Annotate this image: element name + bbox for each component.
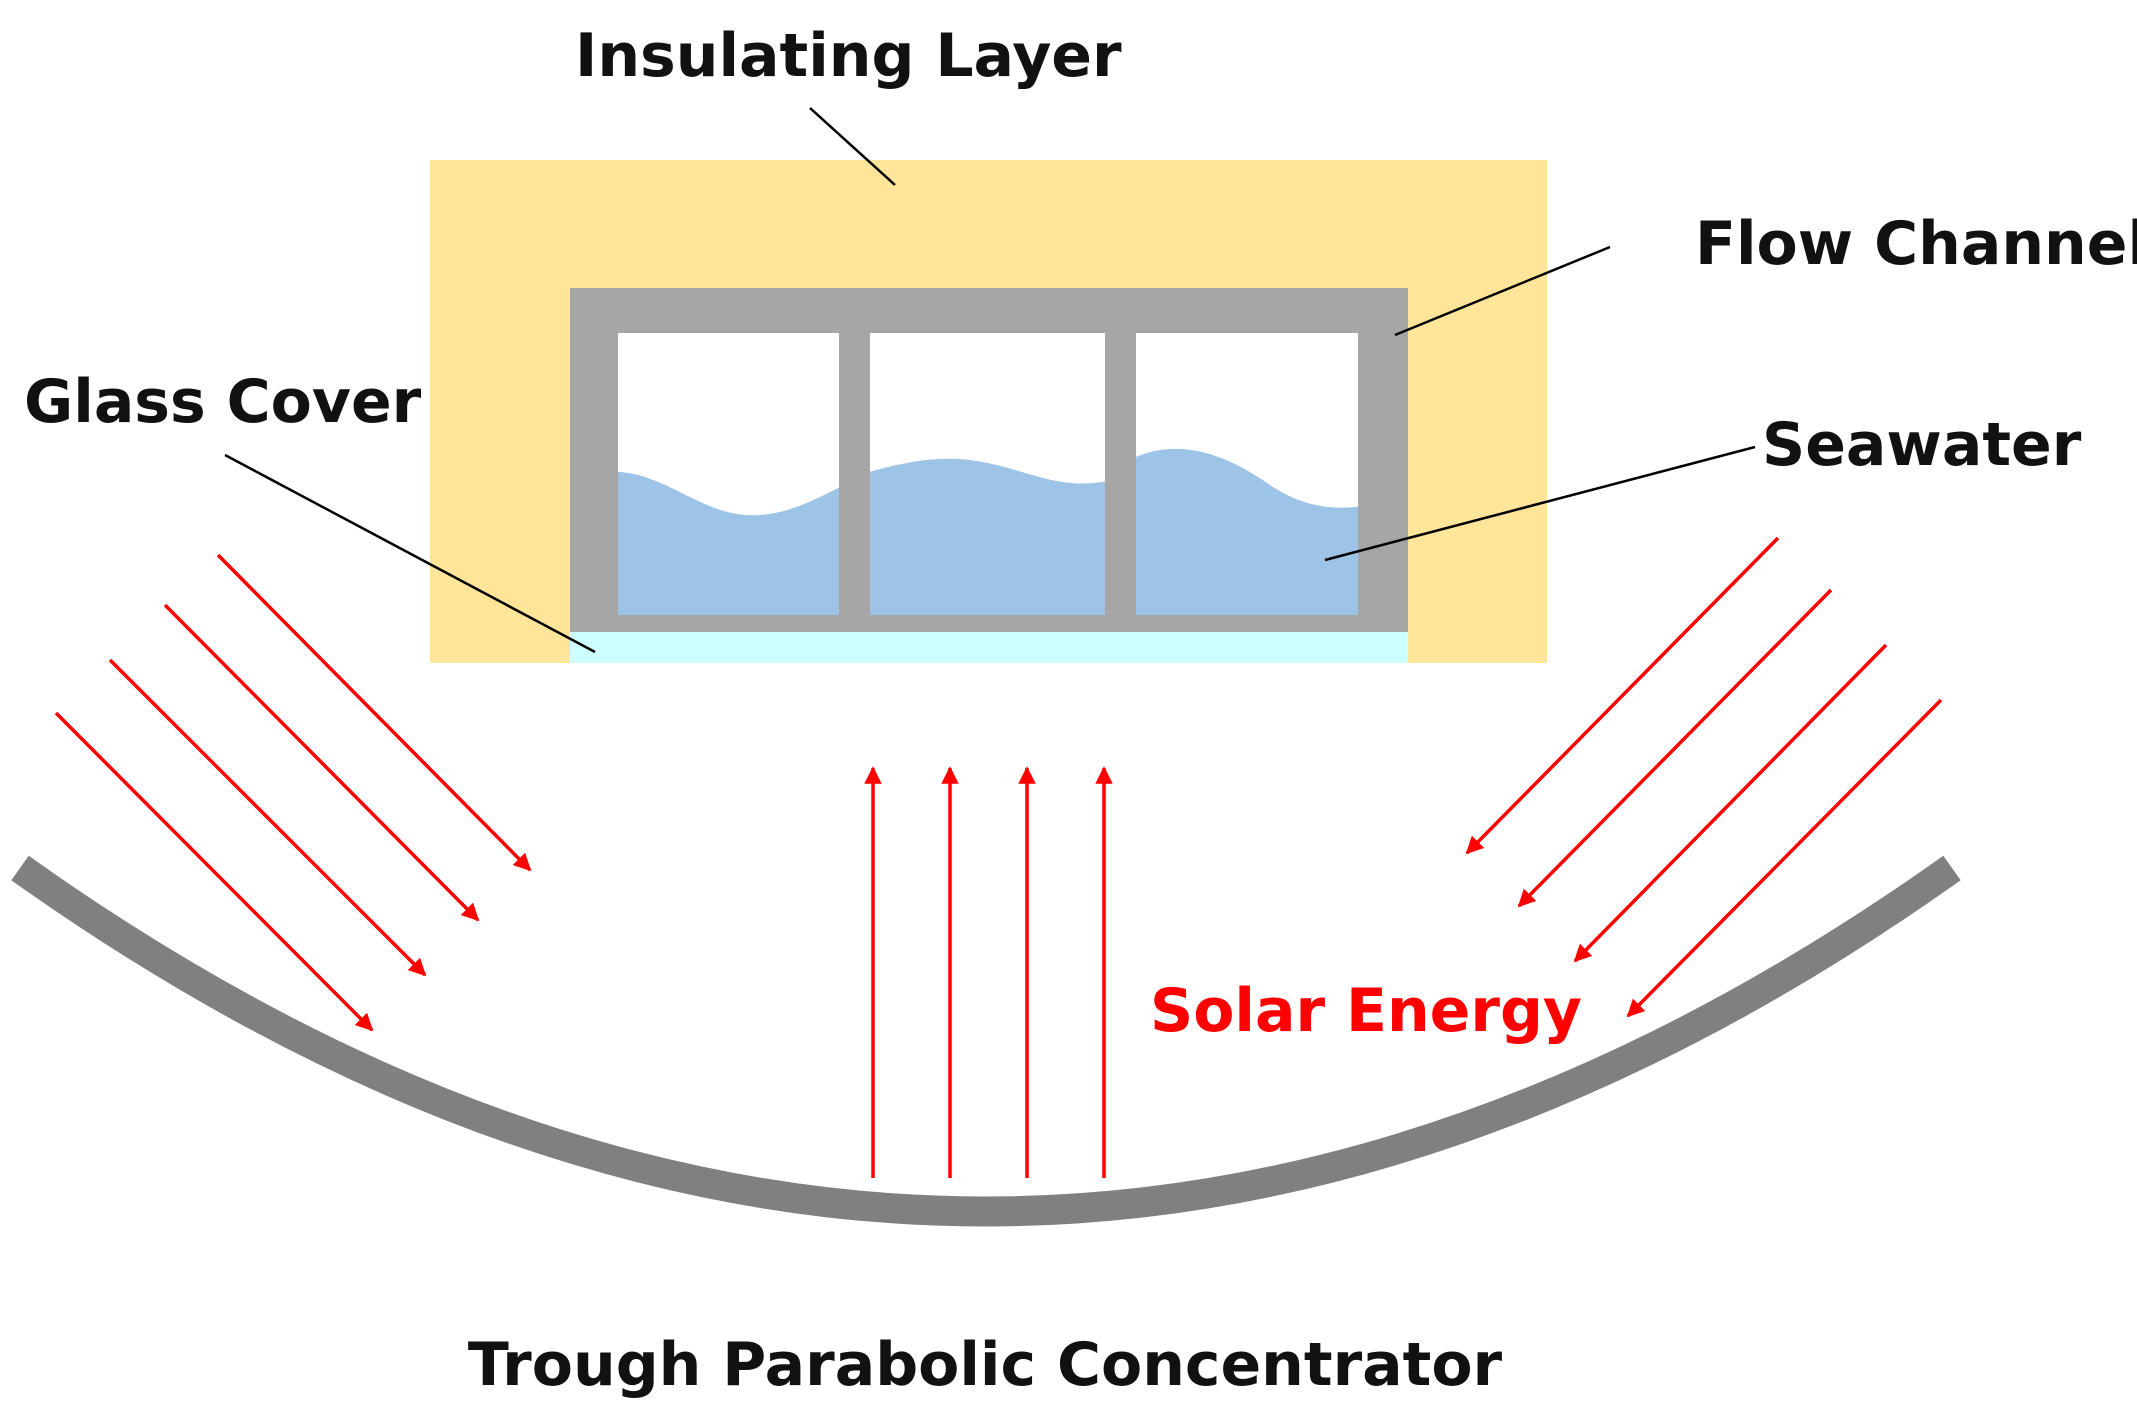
seawater-fill — [1136, 448, 1358, 615]
solar-ray — [54, 711, 374, 1032]
insulating-layer-label: Insulating Layer — [575, 21, 1122, 91]
reflected-rays — [864, 766, 1113, 1178]
incident-rays-left — [54, 553, 532, 1032]
insulating-layer-leader — [809, 107, 896, 186]
solar-ray — [1573, 643, 1888, 963]
solar-ray — [1626, 698, 1943, 1018]
seawater-label: Seawater — [1762, 410, 2082, 480]
glass-cover-label: Glass Cover — [24, 367, 422, 437]
seawater-fill — [870, 458, 1105, 615]
solar-ray — [163, 603, 480, 922]
solar-ray — [1517, 588, 1833, 908]
glass-cover — [570, 632, 1408, 663]
flow-channel-leader — [1394, 245, 1611, 337]
incident-rays-right — [1465, 536, 1943, 1018]
solar-energy-label: Solar Energy — [1150, 976, 1582, 1046]
seawater-leader — [1324, 445, 1756, 562]
seawater-fill — [618, 472, 839, 615]
flow-channel-label: Flow Channel — [1695, 209, 2137, 279]
concentrator-label: Trough Parabolic Concentrator — [468, 1330, 1503, 1400]
trough-parabolic-concentrator — [11, 855, 1961, 1227]
solar-ray — [216, 553, 532, 872]
solar-ray — [108, 658, 427, 977]
glass-cover-leader — [224, 453, 596, 654]
solar-ray — [1465, 536, 1780, 855]
